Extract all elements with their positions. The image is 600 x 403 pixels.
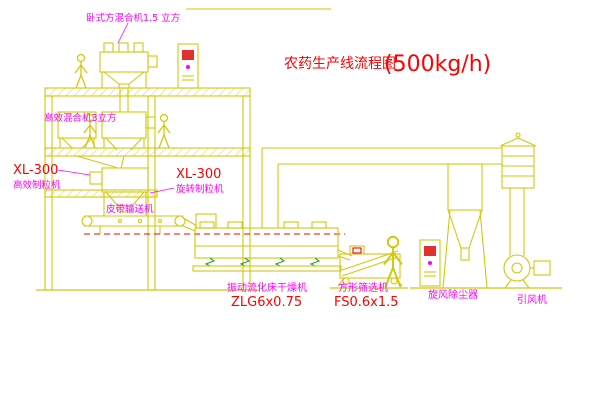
granulator: [89, 167, 149, 216]
control-panel-upper: [177, 43, 199, 89]
label-conveyor: 皮带输送机: [106, 203, 154, 215]
drawing-title: 农药生产线流程图: [284, 56, 396, 72]
label-granulator-left-name: 高效制粒机: [13, 179, 61, 191]
fluid-bed-dryer: [192, 213, 342, 272]
control-panel-lower: [419, 239, 441, 287]
label-dryer-model: ZLG6x0.75: [231, 295, 302, 310]
worker-ground: [383, 235, 403, 288]
label-top-mixer: 卧式方混合机1.5 立方: [86, 12, 180, 24]
belt-conveyor: [81, 215, 198, 234]
label-granulator-mid-name: 旋转制粒机: [176, 183, 224, 195]
cyclone-separator: [442, 163, 488, 289]
label-dryer-name: 振动流化床干燥机: [227, 281, 307, 294]
induced-draft-fan: [503, 254, 551, 289]
label-granulator-mid-model: XL-300: [176, 167, 221, 182]
label-leader-lines: [57, 22, 175, 194]
label-cyclone: 旋风除尘器: [428, 288, 478, 301]
worker-floor2-right: [157, 113, 171, 149]
label-granulator-left-model: XL-300: [13, 163, 58, 178]
drawing-title-capacity: (500kg/h): [384, 52, 491, 77]
floor2-mixers: [57, 111, 156, 169]
top-mixer: [99, 42, 158, 112]
label-mixer2: 高效混合机3立方: [44, 112, 117, 124]
label-sieve-name: 方形筛选机: [338, 281, 388, 294]
exhaust-duct: [261, 147, 502, 228]
vent-stack: [499, 132, 537, 256]
worker-roof: [74, 53, 88, 89]
ground-lines: [36, 287, 562, 291]
label-sieve-model: FS0.6x1.5: [334, 295, 399, 310]
label-fan: 引风机: [517, 293, 547, 306]
